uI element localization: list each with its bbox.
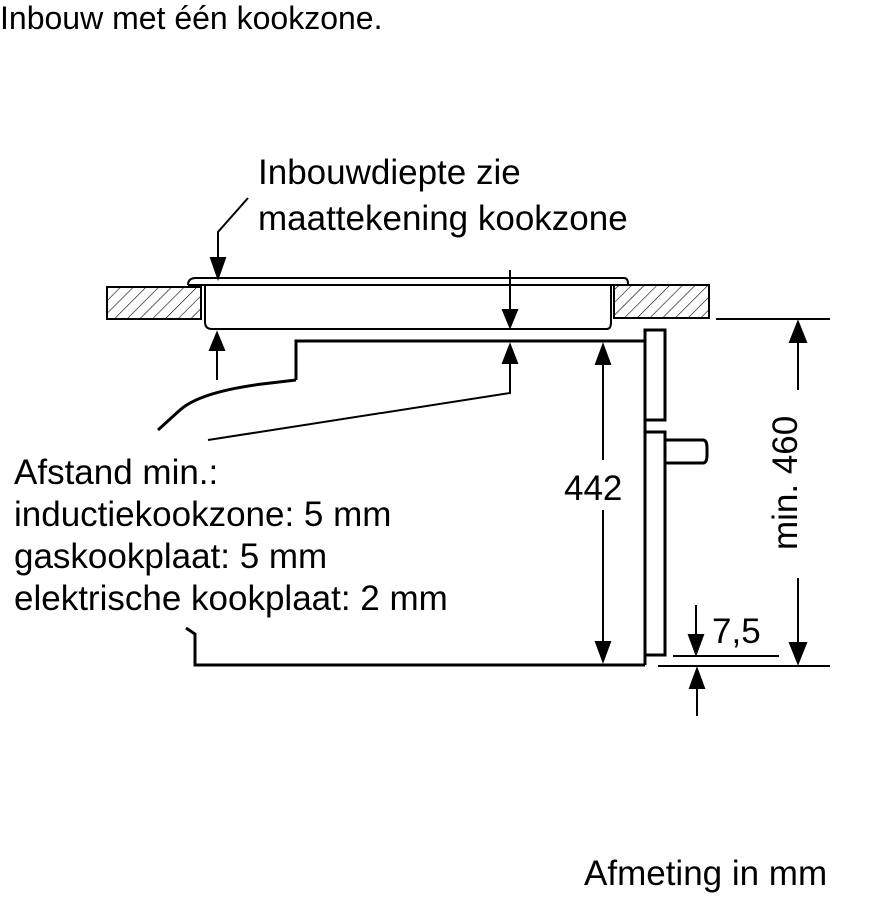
dimension-460 — [658, 318, 830, 667]
diagram-title: Inbouw met één kookzone. — [0, 0, 383, 36]
dimension-442-label: 442 — [564, 469, 623, 508]
gap-arrows — [207, 270, 519, 441]
depth-callout: Inbouwdiepte zie maattekening kookzone — [258, 150, 628, 242]
distance-heading: Afstand min.: — [14, 453, 219, 492]
callout-leader — [209, 197, 249, 282]
cooktop — [187, 277, 629, 330]
dimension-gap — [673, 605, 779, 716]
distance-electric: elektrische kookplaat: 2 mm — [14, 579, 448, 618]
distance-note: Afstand min.: inductiekookzone: 5 mm gas… — [14, 452, 448, 620]
callout-line-2: maattekening kookzone — [258, 199, 628, 238]
distance-gas: gaskookplaat: 5 mm — [14, 537, 328, 576]
units-footer: Afmeting in mm — [584, 854, 828, 893]
dimension-gap-label: 7,5 — [712, 612, 761, 651]
dimension-442 — [594, 342, 612, 664]
worktop-right — [613, 284, 710, 319]
distance-induction: inductiekookzone: 5 mm — [14, 495, 392, 534]
worktop-left — [106, 286, 202, 320]
callout-line-1: Inbouwdiepte zie — [258, 153, 521, 192]
oven-body — [156, 328, 709, 667]
